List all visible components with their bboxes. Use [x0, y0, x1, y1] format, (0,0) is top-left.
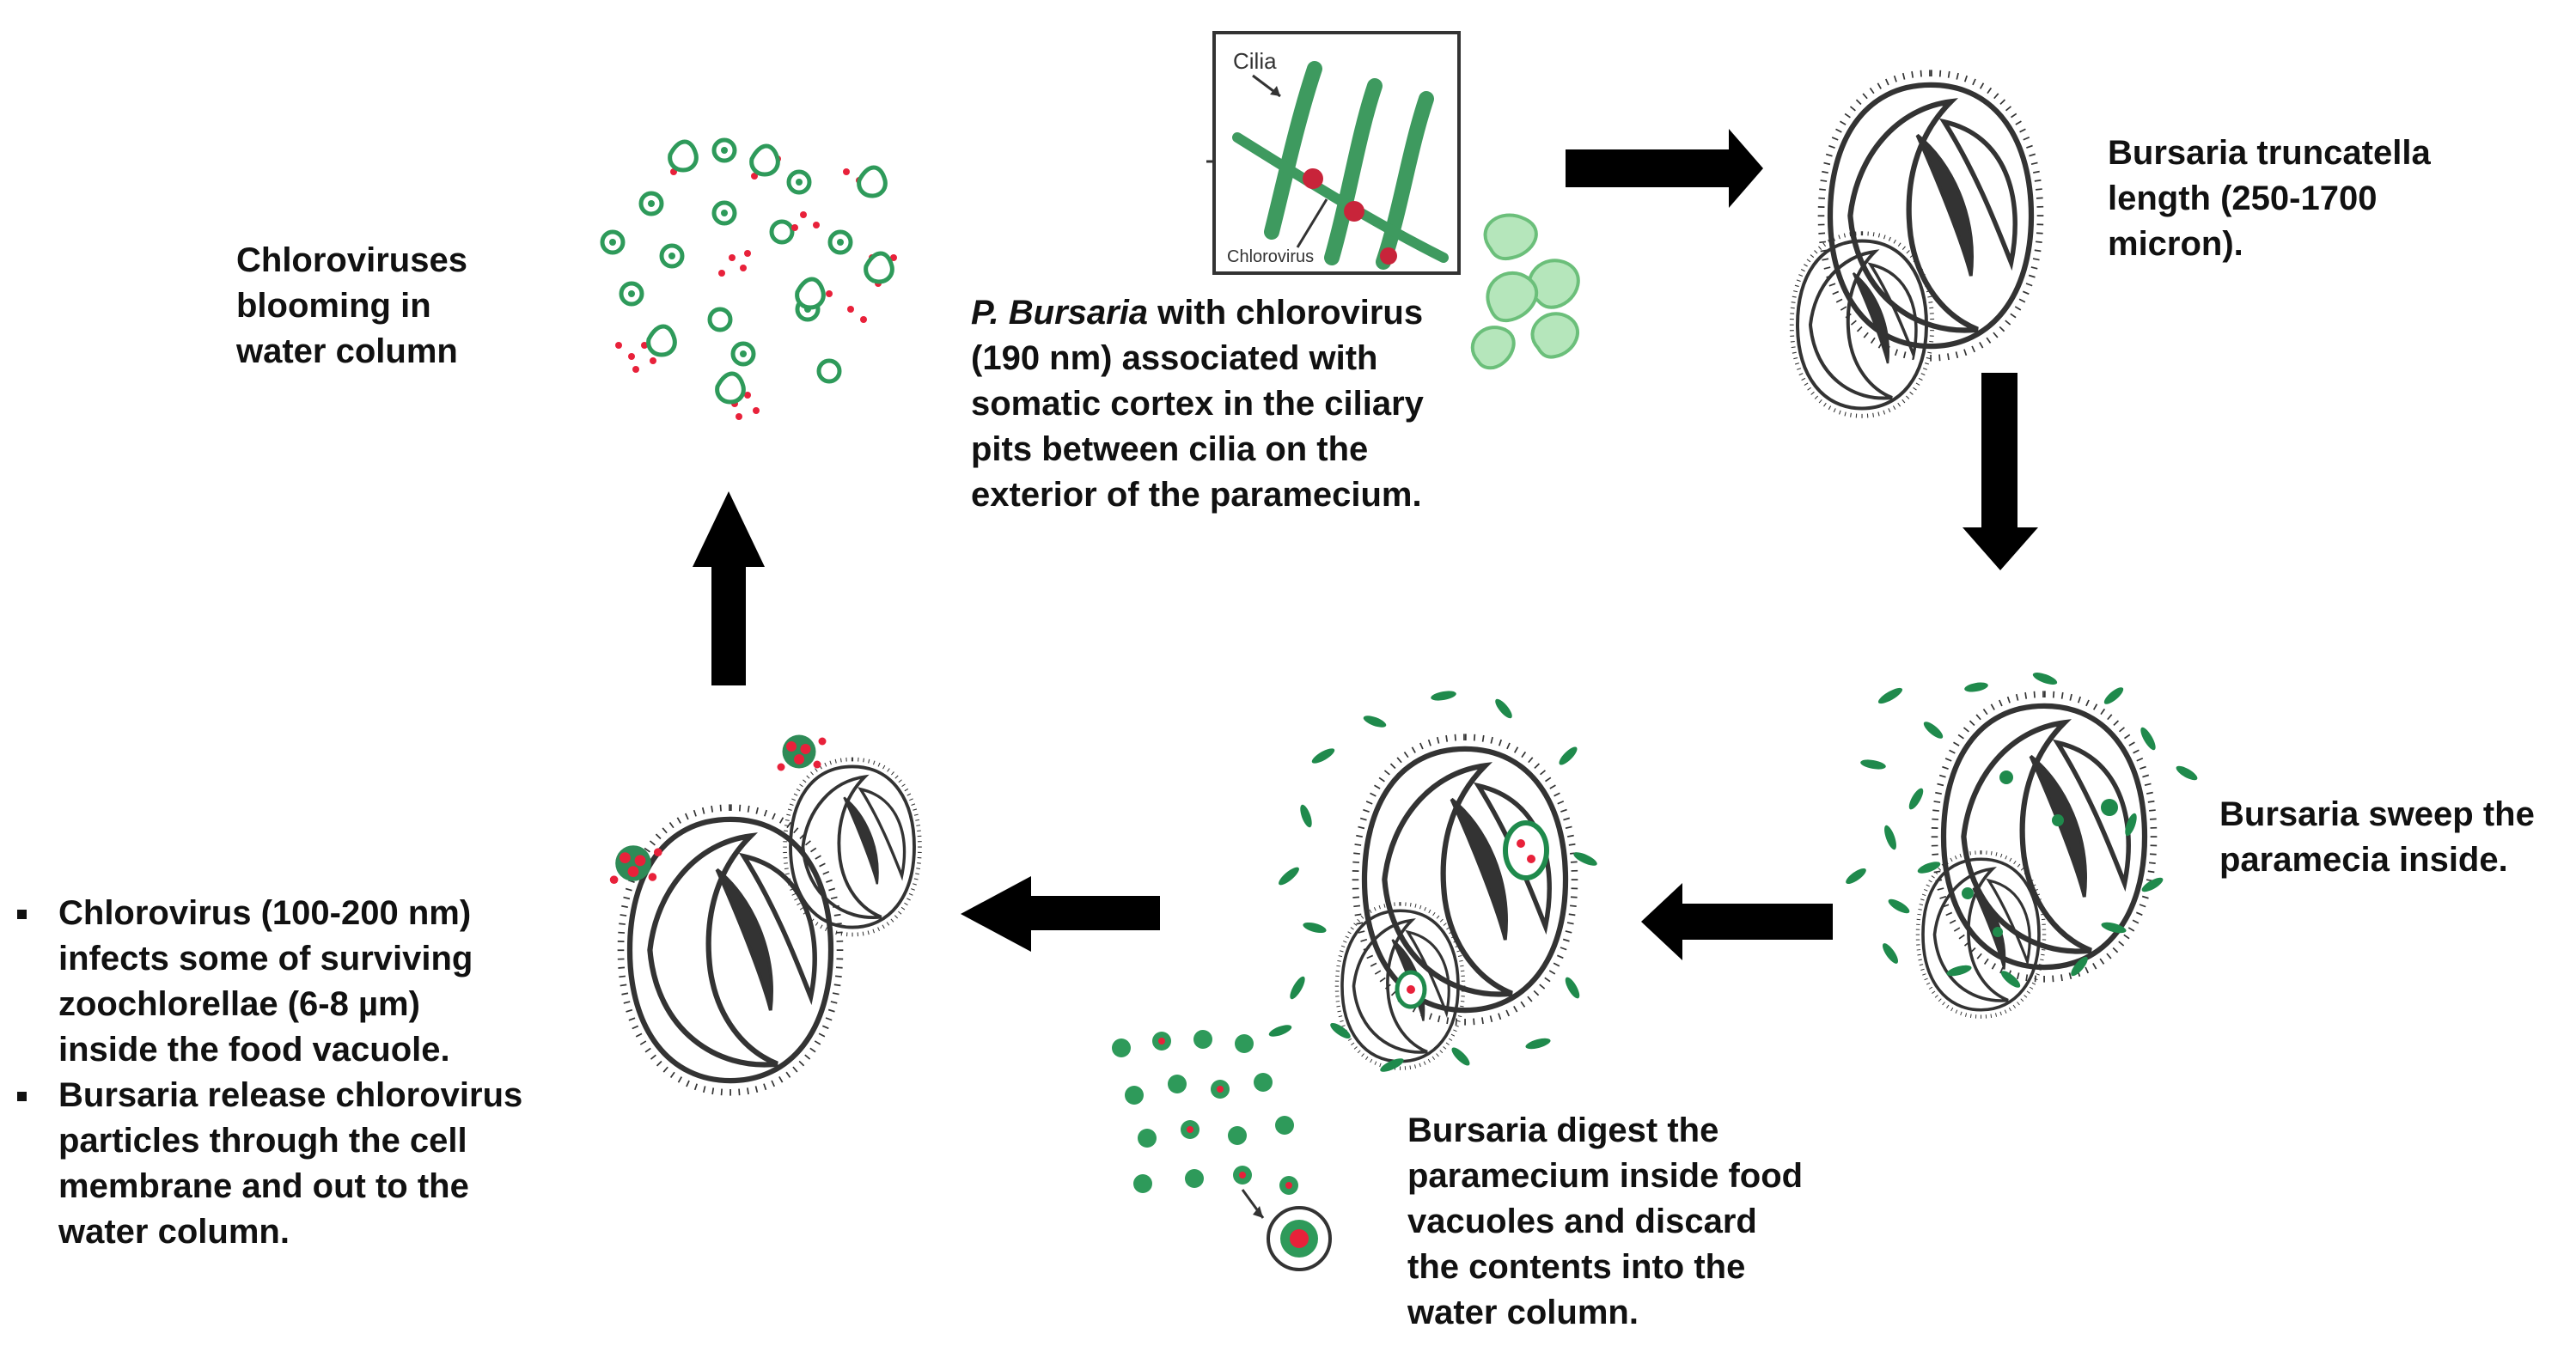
- bursaria-releasing-cells: [609, 734, 920, 1093]
- inset-cilia-label: Cilia: [1233, 48, 1277, 74]
- inset-chlorovirus-label: Chlorovirus: [1227, 247, 1314, 266]
- bursaria-sweeping-cells: [1846, 673, 2198, 1016]
- arrow-left-lower-right: [1641, 883, 1833, 960]
- chlorovirus-bloom-icon: [600, 137, 897, 420]
- caption-sweep: Bursaria sweep the paramecia inside.: [2219, 795, 2535, 879]
- cilia-icon: [1232, 61, 1449, 270]
- bursaria-truncatella-cells: [1792, 73, 2040, 416]
- bullet-item: Bursaria release chlorovirus particles t…: [12, 1073, 522, 1255]
- cilia-inset: Cilia Chlorovirus: [1206, 31, 1461, 275]
- arrow-up-left: [693, 491, 765, 685]
- arrow-right-top: [1566, 129, 1763, 208]
- caption-p-bursaria: P. Bursaria with chlorovirus (190 nm) as…: [971, 294, 1424, 514]
- caption-p-bursaria-italic: P. Bursaria: [971, 294, 1149, 332]
- zoochlorellae-cluster-icon: [1112, 1030, 1332, 1271]
- caption-digest: Bursaria digest the paramecium inside fo…: [1407, 1112, 1804, 1331]
- discarded-particles-icon: [1268, 691, 1597, 1072]
- caption-blooming: Chloroviruses blooming in water column: [236, 241, 467, 370]
- arrow-down-right: [1963, 373, 2038, 570]
- food-vacuole-icon: [1395, 820, 1549, 1009]
- paramecia-particles-icon: [1846, 673, 2198, 988]
- chlorovirus-particle-icon: [1303, 168, 1397, 265]
- bullet-item: Chlorovirus (100-200 nm) infects some of…: [12, 891, 522, 1073]
- bursaria-digesting-cells: [1268, 691, 1597, 1072]
- caption-truncatella: Bursaria truncatella length (250-1700 mi…: [2108, 134, 2431, 263]
- arrow-left-lower-left: [961, 876, 1160, 952]
- zoochlorellae-icon: [1470, 213, 1580, 370]
- caption-infect-release: Chlorovirus (100-200 nm) infects some of…: [12, 891, 522, 1255]
